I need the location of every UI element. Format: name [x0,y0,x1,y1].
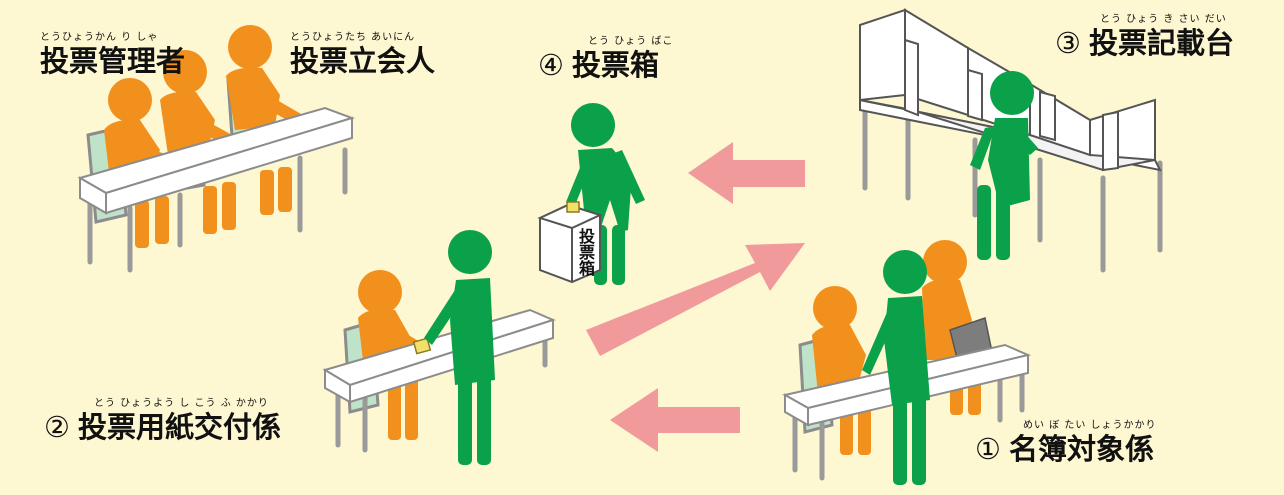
label-ballot-box-ruby: とう ひょう ばこ [588,36,674,47]
arrow-issuer-to-booth [586,243,805,356]
registry-check-group [782,240,1032,485]
label-ballot-issuer-text: 投票用紙交付係 [78,410,282,444]
label-witness: とうひょうたち あいにん 投票立会人 [290,32,435,78]
writing-booth-group [859,8,1163,273]
label-registry-check-ruby: めい ぼ たい しょうかかり [1023,420,1157,431]
label-witness-ruby: とうひょうたち あいにん [290,32,416,43]
label-manager-text: 投票管理者 [40,44,186,78]
flow-arrows [586,142,805,452]
ballot-box-label: 投票箱 [576,228,595,276]
ballot-issuer-group [322,230,556,465]
label-manager: とうひょうかん り しゃ 投票管理者 [40,32,185,78]
label-ballot-issuer-ruby: とう ひょうよう し こう ふ かかり [94,398,269,409]
arrow-booth-to-box [688,142,805,204]
label-ballot-box-number: ④ [538,48,564,82]
label-writing-booth-text: 投票記載台 [1089,26,1235,60]
label-ballot-box-text: 投票箱 [572,48,660,82]
label-ballot-issuer-number: ② [44,410,70,444]
label-writing-booth-ruby: とう ひょう き さい だい [1100,14,1227,25]
ballot-box-group [537,103,645,285]
label-registry-check-number: ① [975,432,1001,466]
arrow-registry-to-issuer [610,388,740,452]
manager-table-group [77,25,356,273]
label-writing-booth-number: ③ [1055,26,1081,60]
label-registry-check-text: 名簿対象係 [1009,432,1155,466]
label-witness-text: 投票立会人 [290,44,436,78]
label-manager-ruby: とうひょうかん り しゃ [40,32,159,43]
